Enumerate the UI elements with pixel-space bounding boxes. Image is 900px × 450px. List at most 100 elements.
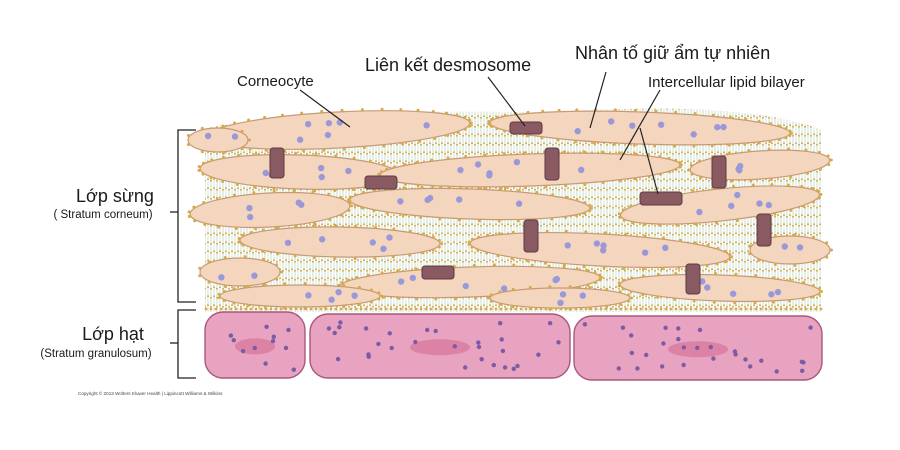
granule	[629, 350, 635, 356]
desmosome	[421, 265, 455, 280]
granule	[635, 366, 640, 371]
corneocyte	[186, 125, 251, 155]
granule	[681, 345, 687, 350]
nmf-dot	[318, 173, 325, 181]
granule	[476, 344, 482, 350]
desmosome	[756, 213, 772, 247]
label-stratum-granulosum-en: (Stratum granulosum)	[40, 348, 151, 360]
nmf-dot	[579, 292, 586, 299]
corneocyte	[347, 185, 593, 223]
nmf-dot	[325, 119, 333, 127]
desmosome	[523, 219, 539, 253]
granule	[676, 326, 681, 331]
leader-nmf	[589, 71, 607, 129]
nmf-dot	[599, 247, 607, 254]
label-stratum-corneum-vi: Lớp sừng	[76, 186, 154, 206]
granule	[452, 344, 457, 349]
nmf-dot	[486, 172, 493, 179]
granule	[413, 339, 418, 345]
nmf-dot	[657, 121, 665, 128]
desmosome	[509, 121, 543, 135]
label-stratum-granulosum-vi: Lớp hạt	[82, 324, 144, 344]
granule	[663, 325, 668, 330]
granule	[338, 320, 343, 325]
nmf-dot	[397, 198, 404, 205]
nmf-dot	[593, 240, 601, 247]
nmf-dot	[284, 239, 292, 246]
granule	[500, 348, 506, 354]
granule	[326, 326, 332, 331]
nmf-dots	[204, 118, 804, 306]
desmosome	[711, 155, 727, 189]
label-corneocyte: Corneocyte	[237, 73, 314, 90]
nmf-dot	[774, 288, 782, 296]
granular-dots	[204, 307, 823, 374]
lipid-row	[204, 307, 823, 311]
corneocyte	[487, 285, 633, 311]
nmf-dot	[369, 239, 376, 246]
nmf-dot	[328, 296, 335, 303]
nmf-dot	[304, 120, 312, 128]
granule	[271, 334, 276, 339]
nmf-dot	[662, 244, 669, 252]
granule	[774, 369, 779, 374]
nmf-dot	[397, 278, 405, 285]
granule	[711, 356, 716, 361]
granule	[240, 348, 246, 354]
granule	[376, 341, 381, 347]
nmf-dot	[756, 200, 763, 207]
nmf-dot	[218, 274, 225, 281]
nmf-dot	[629, 122, 636, 129]
corneocyte	[377, 150, 683, 190]
granule	[228, 333, 234, 338]
label-stratum-corneum-en: ( Stratum corneum)	[53, 209, 152, 221]
granule	[433, 328, 438, 334]
desmosome	[364, 175, 398, 190]
nmf-dot	[557, 299, 564, 306]
granule	[366, 352, 371, 357]
granule	[511, 366, 516, 371]
granule	[476, 340, 481, 345]
nmf-dot	[704, 284, 711, 291]
nmf-dot	[696, 208, 703, 216]
nmf-dot	[423, 122, 430, 129]
granule	[498, 321, 503, 326]
nmf-dot	[736, 167, 743, 174]
granule	[499, 337, 504, 342]
nmf-dot	[409, 274, 417, 282]
corneocyte	[203, 107, 473, 153]
nmf-dot	[318, 236, 326, 243]
granule	[335, 356, 341, 362]
nmf-dot	[574, 128, 581, 135]
granule	[743, 357, 748, 362]
granule	[263, 361, 268, 366]
granule	[708, 344, 713, 350]
nmf-dot	[231, 133, 239, 140]
nmf-dot	[457, 166, 464, 174]
granule	[387, 331, 392, 336]
granule	[291, 367, 296, 372]
nmf-dot	[559, 291, 567, 298]
leader-lines	[299, 71, 661, 195]
nmf-dot	[386, 234, 393, 241]
nmf-dot	[351, 292, 358, 299]
desmosome-junctions	[269, 121, 772, 295]
granule	[283, 345, 289, 351]
granule	[799, 359, 804, 364]
nmf-dot	[552, 276, 559, 284]
nmf-dot	[424, 196, 431, 204]
nmf-dot	[690, 131, 697, 138]
nmf-dot	[796, 244, 804, 251]
corneocyte	[187, 189, 353, 231]
nmf-dot	[262, 169, 269, 177]
granule	[389, 345, 394, 351]
label-lipid-bilayer: Intercellular lipid bilayer	[648, 74, 805, 91]
nmf-dot	[246, 204, 253, 212]
label-nmf: Nhân tố giữ ẩm tự nhiên	[575, 43, 770, 63]
leader-corneocyte	[299, 89, 351, 128]
granule	[231, 338, 236, 343]
granule	[363, 326, 369, 331]
granule	[264, 324, 269, 329]
desmosome	[639, 191, 683, 206]
